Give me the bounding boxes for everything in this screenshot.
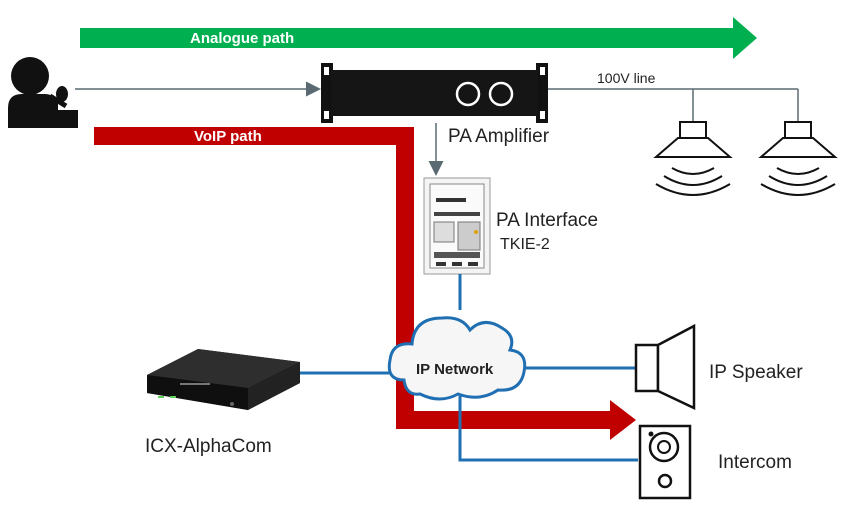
line-label: 100V line bbox=[597, 70, 656, 86]
intercom-icon bbox=[638, 424, 692, 500]
icx-alphacom-device bbox=[147, 349, 300, 410]
ip-speaker-label: IP Speaker bbox=[709, 362, 803, 383]
analogue-path-arrow bbox=[80, 17, 757, 59]
analogue-path-label: Analogue path bbox=[190, 30, 295, 47]
amplifier-label: PA Amplifier bbox=[448, 126, 550, 147]
100v-line bbox=[548, 88, 799, 122]
network-links bbox=[300, 366, 638, 462]
ceiling-speaker-icon bbox=[653, 121, 733, 196]
voip-path-label: VoIP path bbox=[194, 128, 262, 145]
ip-speaker-icon bbox=[634, 323, 696, 410]
voip-path-arrow bbox=[94, 127, 636, 440]
alphacom-label: ICX-AlphaCom bbox=[145, 436, 272, 457]
ceiling-speaker-icon bbox=[758, 121, 838, 196]
interface-model-label: TKIE-2 bbox=[500, 236, 550, 253]
intercom-label: Intercom bbox=[718, 452, 792, 473]
network-label: IP Network bbox=[416, 361, 494, 378]
pa-interface-device bbox=[423, 177, 491, 275]
user-microphone-icon bbox=[8, 57, 78, 128]
interface-label: PA Interface bbox=[496, 210, 599, 231]
pa-amplifier bbox=[321, 63, 548, 123]
cloud-icon bbox=[387, 316, 527, 401]
